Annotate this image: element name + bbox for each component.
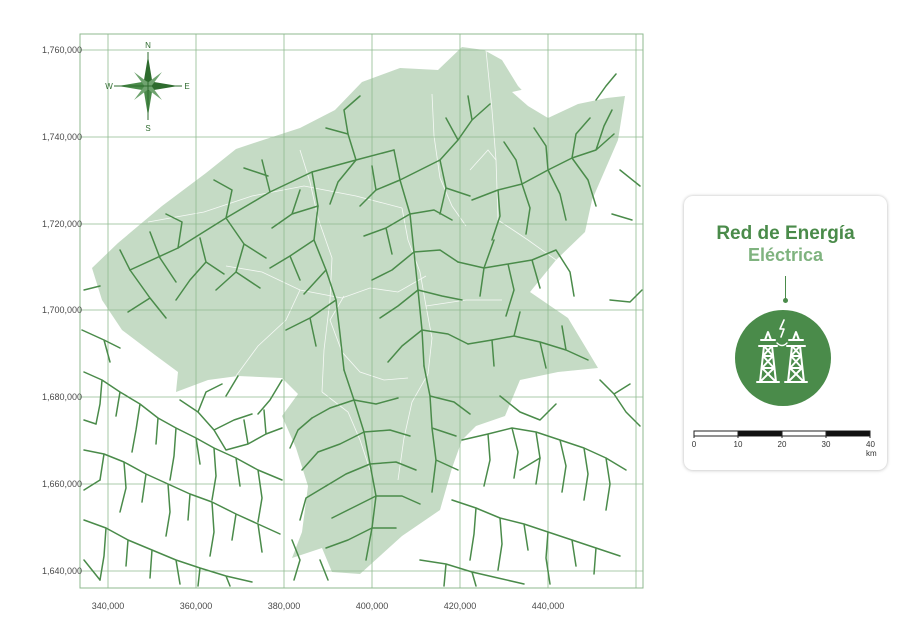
- compass-rose: N S E W: [105, 41, 189, 133]
- y-axis-label: 1,740,000: [42, 132, 83, 142]
- scale-label: 40 km: [866, 440, 877, 458]
- y-axis-label: 1,760,000: [42, 45, 83, 55]
- legend-connector-dot: [783, 298, 788, 303]
- study-region: [92, 47, 625, 574]
- scale-label: 30: [821, 440, 831, 449]
- power-tower-icon: [735, 310, 831, 406]
- scale-label: 20: [777, 440, 787, 449]
- y-axis-label: 1,720,000: [42, 219, 83, 229]
- legend-connector-line: [785, 276, 786, 300]
- y-axis-label: 1,660,000: [42, 479, 83, 489]
- x-axis-label: 380,000: [267, 601, 301, 611]
- x-axis-label: 360,000: [179, 601, 213, 611]
- x-axis-label: 440,000: [531, 601, 565, 611]
- scale-label: 0: [691, 440, 697, 449]
- y-axis-label: 1,700,000: [42, 305, 83, 315]
- x-axis-label: 420,000: [443, 601, 477, 611]
- y-axis-label: 1,680,000: [42, 392, 83, 402]
- scale-bar: 0 10 20 30 40 km: [692, 428, 884, 458]
- x-axis-label: 340,000: [91, 601, 125, 611]
- legend-title: Red de Energía: [716, 223, 855, 244]
- compass-n-label: N: [145, 41, 151, 50]
- compass-e-label: E: [184, 82, 189, 91]
- legend-subtitle: Eléctrica: [747, 245, 824, 265]
- coordinate-grid: [80, 34, 643, 588]
- map-border: [79, 33, 644, 589]
- scale-label: 10: [733, 440, 743, 449]
- compass-w-label: W: [105, 82, 113, 91]
- x-axis-label: 400,000: [355, 601, 389, 611]
- y-axis-label: 1,640,000: [42, 566, 83, 576]
- compass-s-label: S: [145, 124, 150, 133]
- legend-card: Red de Energía Eléctrica 0 10 20 30: [684, 196, 887, 470]
- power-network: [81, 73, 643, 587]
- municipal-boundaries: [147, 49, 557, 481]
